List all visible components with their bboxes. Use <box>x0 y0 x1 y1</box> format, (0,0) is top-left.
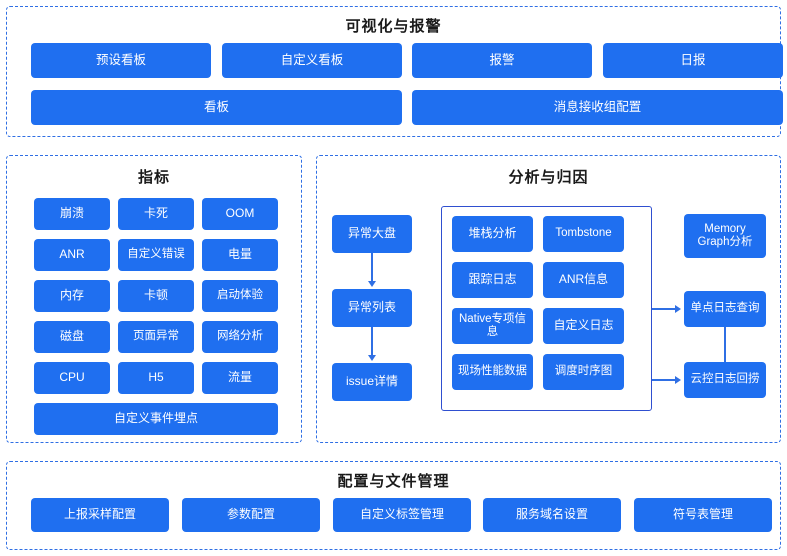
button-daily-report[interactable]: 日报 <box>603 43 783 78</box>
arrow-list-to-detail <box>371 327 373 356</box>
metric-network-analysis[interactable]: 网络分析 <box>202 321 278 353</box>
button-alarm[interactable]: 报警 <box>412 43 592 78</box>
arrow-overview-to-list <box>371 253 373 282</box>
config-parameter[interactable]: 参数配置 <box>182 498 320 532</box>
detail-trace-log[interactable]: 跟踪日志 <box>452 262 533 298</box>
metric-h5[interactable]: H5 <box>118 362 194 394</box>
config-symbol-table-management[interactable]: 符号表管理 <box>634 498 772 532</box>
arrow-list-to-detail-head <box>368 355 376 361</box>
arrow-box-to-single-log <box>652 308 676 310</box>
config-service-domain[interactable]: 服务域名设置 <box>483 498 621 532</box>
metric-startup-experience[interactable]: 启动体验 <box>202 280 278 312</box>
button-preset-dashboard[interactable]: 预设看板 <box>31 43 211 78</box>
metric-freeze[interactable]: 卡死 <box>118 198 194 230</box>
metric-page-exception[interactable]: 页面异常 <box>118 321 194 353</box>
panel-config-title: 配置与文件管理 <box>337 473 450 490</box>
flow-issue-detail[interactable]: issue详情 <box>332 363 412 401</box>
panel-visualization: 可视化与报警 预设看板 自定义看板 报警 日报 看板 消息接收组配置 <box>6 6 783 137</box>
detail-custom-log[interactable]: 自定义日志 <box>543 308 624 344</box>
detail-tombstone[interactable]: Tombstone <box>543 216 624 252</box>
metric-anr[interactable]: ANR <box>34 239 110 271</box>
arrow-box-to-single-log-head <box>675 305 681 313</box>
metric-memory[interactable]: 内存 <box>34 280 110 312</box>
metric-custom-error[interactable]: 自定义错误 <box>118 239 194 271</box>
arrow-box-to-cloud-log-head <box>675 376 681 384</box>
metric-disk[interactable]: 磁盘 <box>34 321 110 353</box>
button-board[interactable]: 看板 <box>31 90 402 125</box>
arrow-cloud-to-single-log <box>724 327 726 362</box>
panel-metrics: 指标 崩溃 卡死 OOM ANR 自定义错误 电量 内存 卡顿 启动体验 磁盘 … <box>6 155 302 443</box>
right-memory-graph-analysis[interactable]: Memory Graph分析 <box>684 214 766 258</box>
button-message-group-config[interactable]: 消息接收组配置 <box>412 90 783 125</box>
panel-visualization-title: 可视化与报警 <box>345 18 442 35</box>
button-custom-dashboard[interactable]: 自定义看板 <box>222 43 402 78</box>
metric-oom[interactable]: OOM <box>202 198 278 230</box>
metric-traffic[interactable]: 流量 <box>202 362 278 394</box>
detail-onsite-performance-data[interactable]: 现场性能数据 <box>452 354 533 390</box>
panel-config: 配置与文件管理 上报采样配置 参数配置 自定义标签管理 服务域名设置 符号表管理 <box>6 461 781 550</box>
right-single-log-query[interactable]: 单点日志查询 <box>684 291 766 327</box>
flow-exception-list[interactable]: 异常列表 <box>332 289 412 327</box>
right-cloud-log-retrieval[interactable]: 云控日志回捞 <box>684 362 766 398</box>
metric-cpu[interactable]: CPU <box>34 362 110 394</box>
config-upload-sampling[interactable]: 上报采样配置 <box>31 498 169 532</box>
detail-stack-analysis[interactable]: 堆栈分析 <box>452 216 533 252</box>
metric-custom-event-tracking[interactable]: 自定义事件埋点 <box>34 403 278 435</box>
panel-analysis: 分析与归因 异常大盘 异常列表 issue详情 堆栈分析 Tombstone 跟… <box>316 155 781 443</box>
panel-metrics-title: 指标 <box>137 169 170 186</box>
arrow-overview-to-list-head <box>368 281 376 287</box>
metric-lag[interactable]: 卡顿 <box>118 280 194 312</box>
arrow-box-to-cloud-log <box>652 379 676 381</box>
detail-anr-info[interactable]: ANR信息 <box>543 262 624 298</box>
metric-crash[interactable]: 崩溃 <box>34 198 110 230</box>
panel-analysis-title: 分析与归因 <box>508 169 589 186</box>
flow-exception-overview[interactable]: 异常大盘 <box>332 215 412 253</box>
metric-battery[interactable]: 电量 <box>202 239 278 271</box>
detail-scheduling-timeline[interactable]: 调度时序图 <box>543 354 624 390</box>
config-custom-tag-management[interactable]: 自定义标签管理 <box>333 498 471 532</box>
detail-native-special-info[interactable]: Native专项信息 <box>452 308 533 344</box>
